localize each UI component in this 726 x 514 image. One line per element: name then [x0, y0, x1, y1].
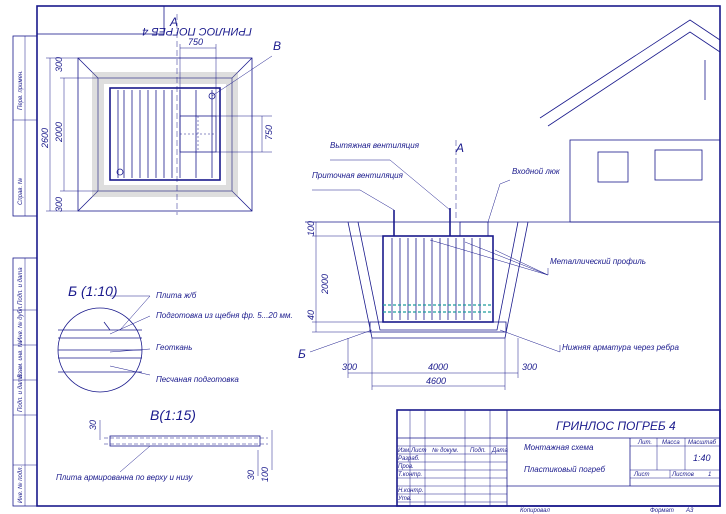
tb-format-value: А3 [685, 508, 694, 514]
tb-hdr-lit: Лит. [637, 440, 652, 446]
plan-dim-bottom-offset: 300 [54, 197, 64, 212]
tb-listov-label: Листов [671, 472, 694, 478]
plan-label-b: В [273, 39, 281, 53]
label-metal-profile: Металлический профиль [550, 257, 646, 266]
plan-label-a: А [169, 15, 178, 29]
section-dim-100: 100 [306, 221, 316, 236]
tb-col-list: Лист [410, 448, 426, 454]
house-outline [539, 19, 721, 223]
plan-profile-ribs [117, 90, 213, 178]
section-dim-right-300: 300 [522, 362, 537, 372]
tb-row-nkontr: Н.контр. [398, 488, 423, 494]
label-slab: Плита ж/б [156, 291, 197, 300]
side-strip: Перв. примен. Справ. № Подп. и дата Инв.… [12, 35, 38, 507]
tb-format-label: Формат [650, 508, 674, 514]
tb-hdr-masshtab: Масштаб [688, 440, 717, 446]
strip-vzam-inv: Взам. инв. № [17, 340, 24, 378]
tb-doc-subname: Пластиковый погреб [524, 465, 606, 474]
label-geotextile: Геоткань [156, 343, 192, 352]
tb-hdr-massa: Масса [662, 440, 680, 446]
detail-v-dim-100: 100 [260, 467, 270, 482]
label-bottom-rebar: Нижняя арматура через ребра [562, 343, 679, 352]
tb-row-tkontr: Т.контр. [398, 472, 422, 478]
section-label-a: А [455, 141, 464, 155]
strip-inv-dubl: Инв. № дубл. [17, 305, 24, 342]
tb-doc-name: Монтажная схема [524, 443, 594, 452]
tb-scale-value: 1:40 [693, 453, 711, 463]
tb-col-doc: № докум. [432, 447, 458, 454]
section-dim-40: 40 [306, 310, 316, 320]
tb-main-title: ГРИНЛОС ПОГРЕБ 4 [556, 419, 676, 433]
tb-row-prov: Пров. [398, 464, 414, 470]
plan-dim-inner: 2000 [54, 122, 64, 143]
label-gravel: Подготовка из щебня фр. 5...20 мм. [156, 311, 293, 320]
plan-cellar-body [109, 87, 221, 181]
plan-dim-top-offset: 300 [54, 57, 64, 72]
strip-perv-primen: Перв. примен. [18, 70, 24, 110]
detail-b: Б (1:10) Плита ж/б Подготовка из щебня ф… [57, 283, 293, 393]
section-profile-ribs [391, 238, 481, 320]
strip-sprav-no: Справ. № [17, 177, 24, 205]
sheet-frame [36, 5, 721, 507]
section-dim-4000: 4000 [428, 362, 448, 372]
section-dim-2000: 2000 [320, 274, 330, 295]
section-hatch [459, 221, 489, 237]
section-slab [369, 321, 507, 333]
tb-col-data: Дата [491, 448, 508, 454]
label-hatch: Входной люк [512, 167, 561, 176]
plan-dim-top: 750 [188, 37, 203, 47]
detail-v-slab [109, 435, 261, 447]
tb-list-label: Лист [633, 472, 649, 478]
section-dim-left-300: 300 [342, 362, 357, 372]
house-window [654, 149, 703, 181]
tb-col-podp: Подп. [470, 448, 486, 454]
label-exhaust-vent: Вытяжная вентиляция [330, 141, 420, 150]
vent-pipe-icon [116, 168, 124, 176]
strip-inv-podl: Инв. № подл. [17, 466, 24, 503]
tb-row-utv: Утв. [397, 496, 412, 502]
stamp-title: ГРИНЛОС ПОГРЕБ 4 [142, 25, 252, 37]
detail-v: В(1:15) 30 30 100 Плита армированна по в… [56, 407, 273, 482]
vent-pipe-icon [208, 92, 216, 100]
strip-podp-data-2: Подп. и дата [18, 374, 24, 412]
plan-dim-total: 2600 [40, 128, 50, 149]
label-slab-rebar: Плита армированна по верху и низу [56, 473, 193, 482]
title-block: Изм. Лист № докум. Подп. Дата Разраб. Пр… [396, 409, 721, 514]
detail-v-title: В(1:15) [150, 407, 196, 423]
detail-v-dim-30-left: 30 [88, 420, 98, 430]
tb-copied: Копировал [520, 508, 550, 514]
section-cellar-body [382, 235, 494, 323]
house-window [597, 151, 629, 183]
tb-row-razrab: Разраб. [398, 456, 420, 462]
section-view: А Вытяжная вентиляция Приточная вентиляц… [298, 140, 679, 390]
mirrored-stamp: ГРИНЛОС ПОГРЕБ 4 [36, 5, 252, 37]
section-dim-4600: 4600 [426, 376, 446, 386]
detail-v-dim-30-right: 30 [246, 470, 256, 480]
tb-listov-value: 1 [708, 472, 711, 478]
detail-b-title: Б (1:10) [68, 283, 118, 299]
tb-col-izm: Изм. [398, 448, 411, 454]
label-sand: Песчаная подготовка [156, 375, 239, 384]
section-label-b: Б [298, 347, 306, 361]
plan-view: А В 750 750 2600 2000 300 300 [40, 14, 281, 215]
strip-podp-data-1: Подп. и дата [18, 267, 24, 305]
label-supply-vent: Приточная вентиляция [312, 171, 404, 180]
plan-dim-right: 750 [264, 125, 274, 140]
